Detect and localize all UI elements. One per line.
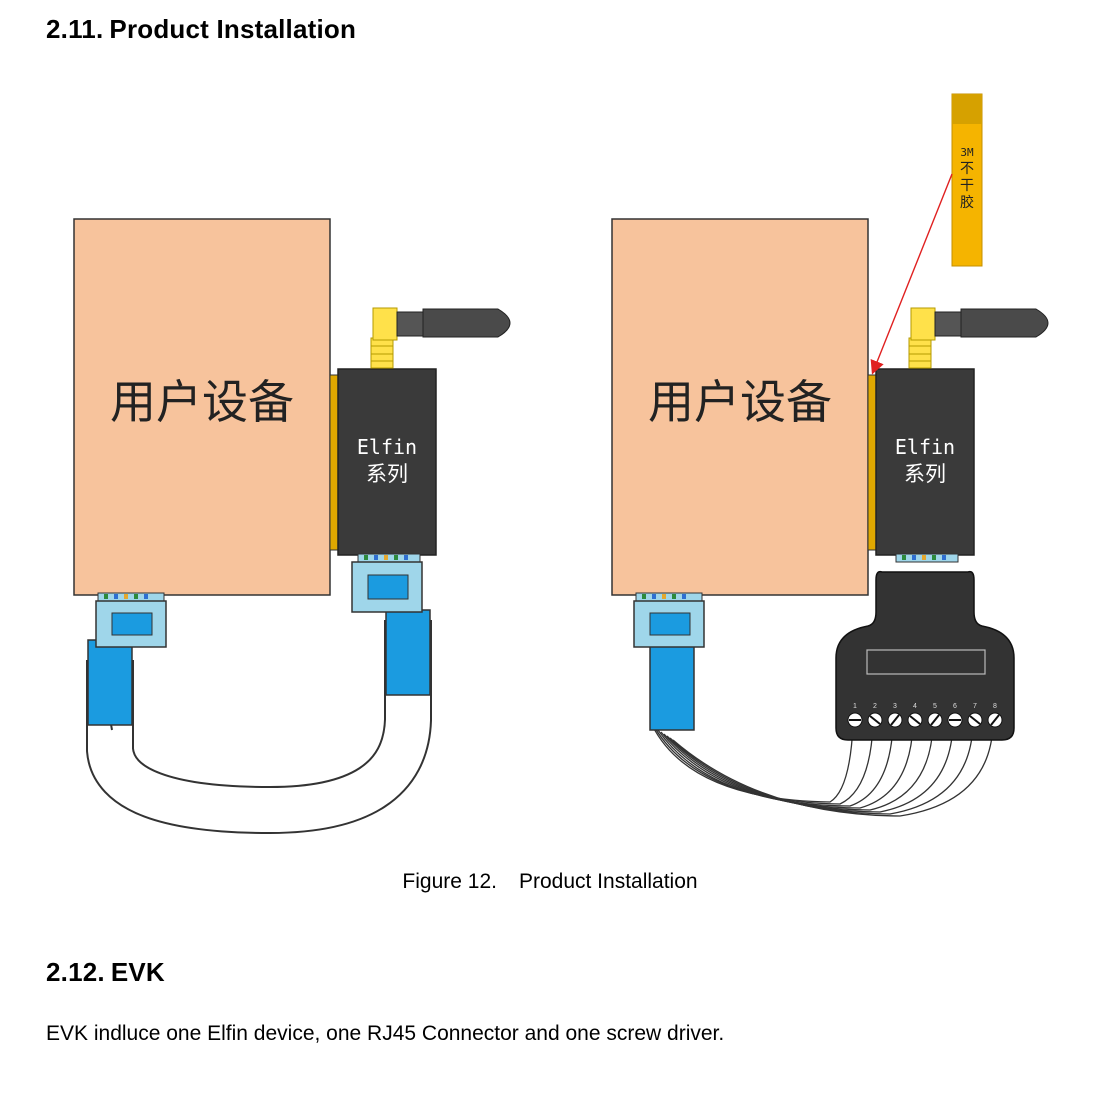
terminal-number: 5 xyxy=(933,703,937,710)
terminal-wires xyxy=(651,724,994,817)
antenna-icon xyxy=(908,307,1049,369)
section-title: Product Installation xyxy=(109,14,357,44)
screw-icon xyxy=(947,712,963,728)
section-number: 2.11. xyxy=(46,14,104,44)
section-heading-2-12: 2.12.EVK xyxy=(46,957,165,988)
tape-text-4: 胶 xyxy=(960,194,974,211)
module-series: 系列 xyxy=(366,462,408,486)
terminal-number: 1 xyxy=(853,703,857,710)
product-installation-figure: 用户设备 Elfin 系列 xyxy=(40,80,1080,840)
figure-caption-label: Figure 12. xyxy=(402,870,497,893)
mounting-strip xyxy=(867,374,877,551)
figure-caption: Figure 12. Product Installation xyxy=(0,870,1100,894)
left-illustration: 用户设备 Elfin 系列 xyxy=(73,218,511,834)
tape-text-1: 3M xyxy=(960,146,974,159)
terminal-number: 3 xyxy=(893,703,897,710)
section-title: EVK xyxy=(110,957,165,987)
evk-description: EVK indluce one Elfin device, one RJ45 C… xyxy=(46,1022,725,1045)
screw-icon xyxy=(887,712,903,728)
user-device-label: 用户设备 xyxy=(110,375,294,429)
user-device-label: 用户设备 xyxy=(648,375,832,429)
screw-icon xyxy=(867,712,883,728)
right-illustration: 用户设备 Elfin 系列 3M 不 干 胶 xyxy=(611,93,1049,817)
terminal-number: 4 xyxy=(913,703,917,710)
terminal-number: 8 xyxy=(993,703,997,710)
screw-icon xyxy=(847,712,863,728)
screw-icon xyxy=(987,712,1003,728)
terminal-number: 6 xyxy=(953,703,957,710)
antenna-icon xyxy=(370,307,511,369)
screw-icon xyxy=(907,712,923,728)
section-number: 2.12. xyxy=(46,957,105,987)
installation-diagram: 用户设备 Elfin 系列 xyxy=(73,93,1049,834)
module-series: 系列 xyxy=(904,462,946,486)
3m-tape: 3M 不 干 胶 xyxy=(951,93,983,267)
screw-icon xyxy=(927,712,943,728)
tape-arrow xyxy=(870,173,953,375)
user-device-box xyxy=(73,218,331,596)
rj45-connector-module xyxy=(351,553,423,613)
elfin-module xyxy=(337,368,437,556)
terminal-adapter xyxy=(835,553,1015,741)
tape-text-2: 不 xyxy=(960,161,974,177)
rj45-cable-short xyxy=(649,639,695,731)
terminal-block: 1 2 3 4 5 6 7 8 xyxy=(847,703,1003,728)
tape-text-3: 干 xyxy=(960,178,974,194)
terminal-number: 7 xyxy=(973,703,977,710)
mounting-strip xyxy=(329,374,339,551)
elfin-module xyxy=(875,368,975,556)
module-name: Elfin xyxy=(357,435,417,459)
screw-icon xyxy=(967,712,983,728)
figure-caption-title: Product Installation xyxy=(518,870,698,893)
rj45-connector-device xyxy=(95,592,167,648)
terminal-number: 2 xyxy=(873,703,877,710)
rj45-connector-device xyxy=(633,592,705,648)
module-name: Elfin xyxy=(895,435,955,459)
section-heading-2-11: 2.11.Product Installation xyxy=(46,14,356,45)
